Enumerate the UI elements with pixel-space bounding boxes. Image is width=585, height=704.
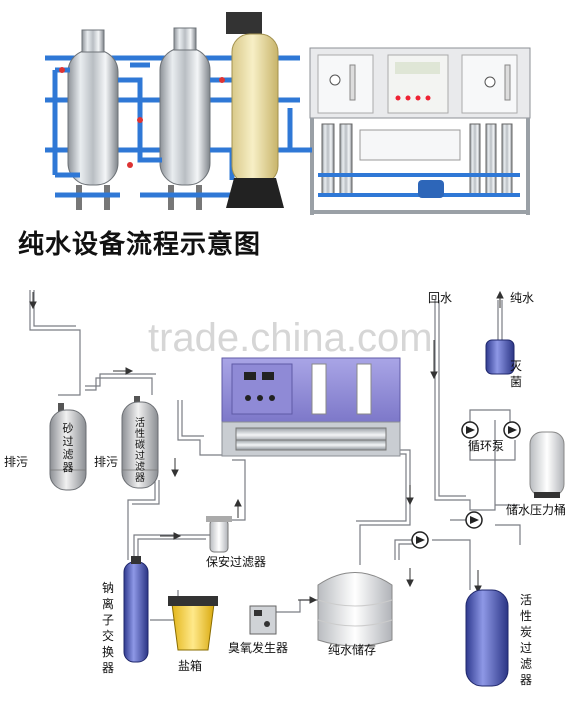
ro-unit	[221, 357, 401, 457]
security-filter	[206, 516, 232, 553]
pressure-tank	[529, 431, 565, 498]
pressure-tank-label: 储水压力桶	[506, 503, 567, 517]
circulation-pump-label: 循环泵	[468, 439, 505, 453]
steel-tank-2	[159, 27, 211, 210]
sodium-exchanger-tank	[123, 556, 149, 663]
carbon-filter-tank	[121, 396, 159, 489]
equipment-illustration	[45, 12, 531, 215]
sand-filter-tank	[49, 403, 87, 491]
salt-box	[168, 596, 218, 651]
salt-box-label: 盐箱	[178, 659, 203, 673]
security-filter-label: 保安过滤器	[206, 555, 267, 569]
sodium-exchanger-label: 钠离子交换器	[102, 581, 115, 675]
carbon-filter-label: 活性碳过滤器	[135, 418, 145, 484]
drain-label-1: 排污	[4, 455, 29, 469]
return-water-label: 回水	[428, 291, 453, 305]
ozone-generator-label: 臭氧发生器	[228, 641, 289, 655]
pure-water-label: 纯水	[510, 291, 535, 305]
carbon-filter-2-label: 活性炭过滤器	[520, 593, 533, 687]
sand-filter-label: 砂过滤器	[62, 422, 74, 474]
uv-sterilizer	[485, 339, 515, 375]
storage-label: 纯水储存	[328, 643, 377, 657]
storage-tank	[317, 572, 393, 647]
softener-tank	[226, 12, 284, 208]
diagram-title: 纯水设备流程示意图	[18, 230, 262, 260]
sterilize-label: 灭菌	[510, 359, 523, 389]
ro-machine	[287, 47, 531, 215]
ozone-generator	[249, 605, 277, 635]
watermark: trade.china.com	[148, 316, 433, 360]
drain-label-2: 排污	[94, 455, 119, 469]
steel-tank-1	[67, 29, 119, 210]
pumps	[411, 421, 521, 549]
carbon-filter-2-tank	[465, 589, 509, 687]
flow-arrows	[29, 290, 504, 604]
